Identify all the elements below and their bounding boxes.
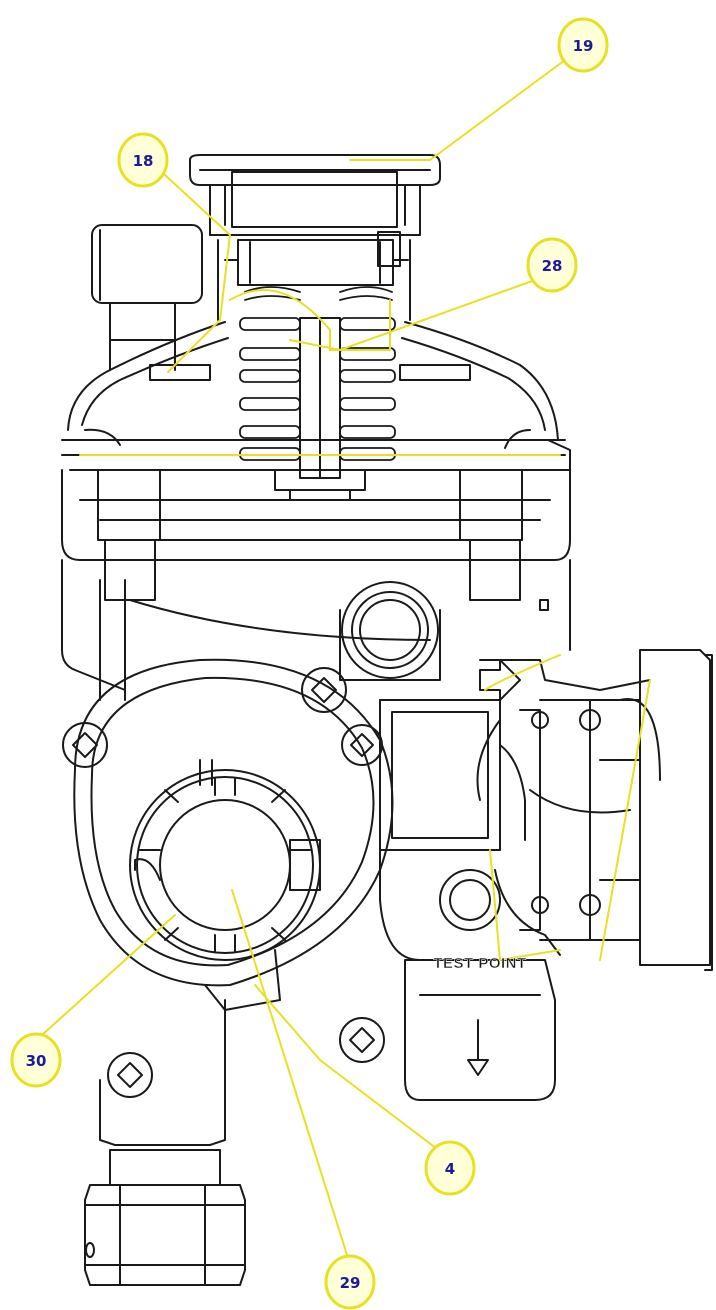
svg-text:18: 18	[133, 152, 154, 170]
callout-18: 18	[117, 132, 169, 188]
inlet-nut	[84, 999, 246, 1286]
callout-30: 30	[10, 1032, 62, 1088]
svg-text:4: 4	[445, 1160, 455, 1178]
leader-outlet	[484, 654, 651, 962]
svg-text:19: 19	[573, 37, 594, 55]
callout-28: 28	[526, 237, 578, 293]
large-cover	[73, 658, 394, 1011]
test-point-body	[404, 869, 556, 1101]
leader-lines	[41, 59, 651, 1259]
regulator-drawing	[61, 154, 713, 1286]
svg-text:28: 28	[542, 257, 563, 275]
svg-text:30: 30	[26, 1052, 47, 1070]
leader-29	[231, 889, 349, 1259]
regulator-body	[61, 469, 571, 701]
callout-4: 4	[424, 1140, 476, 1196]
side-plug	[91, 224, 203, 371]
callout-19: 19	[557, 17, 609, 73]
top-cap	[189, 154, 441, 236]
port-boss	[339, 581, 441, 681]
leader-19	[349, 59, 566, 161]
leader-spring-area	[229, 289, 391, 351]
test-point-label: TEST POINT	[433, 955, 526, 972]
svg-text:29: 29	[340, 1274, 361, 1292]
outlet-flange	[476, 649, 713, 971]
leader-18	[164, 174, 232, 373]
leader-4	[254, 984, 446, 1156]
cover-bolts	[62, 667, 385, 1098]
callout-29: 29	[324, 1254, 376, 1310]
leader-30	[41, 914, 176, 1036]
